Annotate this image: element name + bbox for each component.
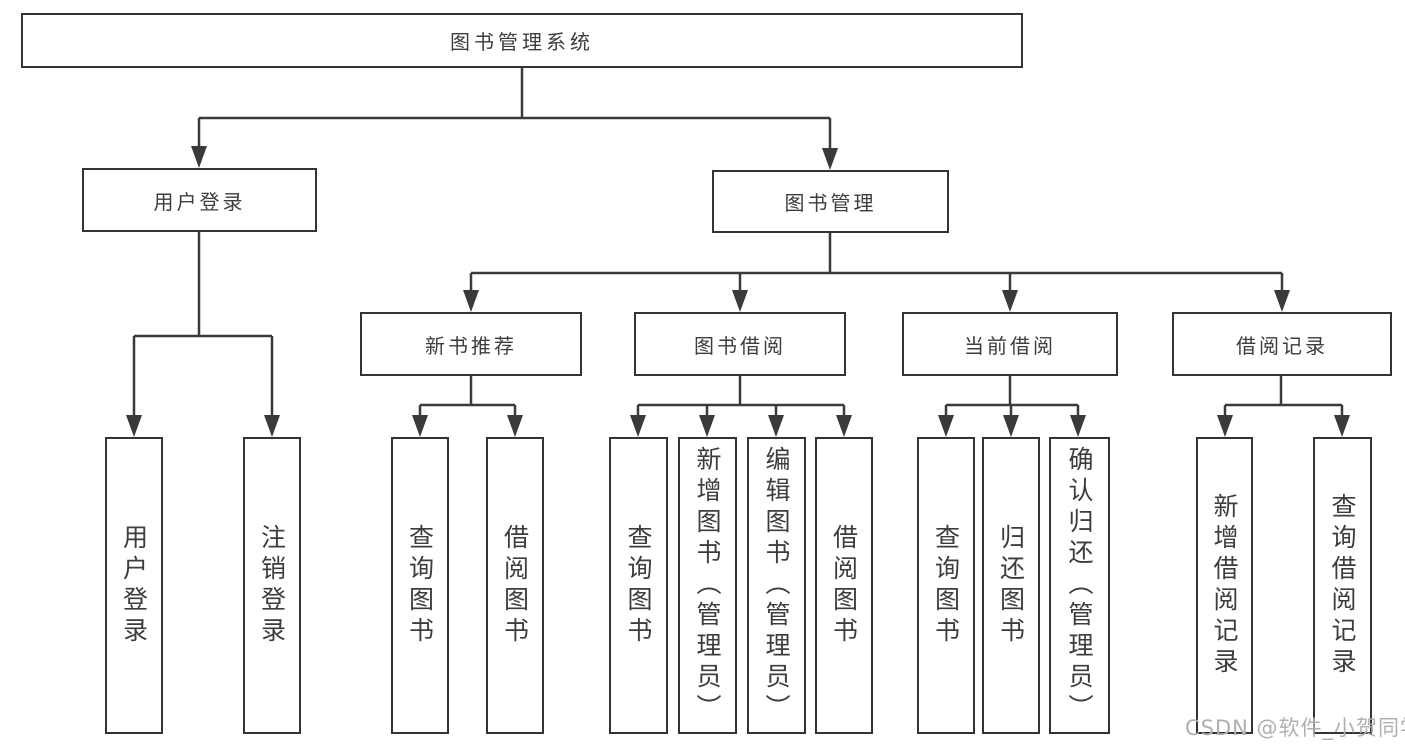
node-new-book-recommend: 新书推荐 — [360, 312, 582, 376]
leaf-edit-books-admin: 编辑图书（管理员） — [747, 437, 806, 734]
node-current-borrow: 当前借阅 — [902, 312, 1118, 376]
node-borrow-records: 借阅记录 — [1172, 312, 1392, 376]
leaf-return-books: 归还图书 — [982, 437, 1040, 734]
node-book-borrow: 图书借阅 — [634, 312, 846, 376]
leaf-add-books-admin: 新增图书（管理员） — [678, 437, 737, 734]
leaf-add-borrow-record: 新增借阅记录 — [1196, 437, 1253, 734]
leaf-query-borrow-record: 查询借阅记录 — [1313, 437, 1372, 734]
leaf-borrow-books: 借阅图书 — [815, 437, 873, 734]
leaf-query-books-current: 查询图书 — [917, 437, 975, 734]
leaf-borrow-books-recommend: 借阅图书 — [486, 437, 544, 734]
leaf-query-books-recommend: 查询图书 — [391, 437, 449, 734]
leaf-user-login: 用户登录 — [105, 437, 163, 734]
csdn-watermark: CSDN @软件_小贺同学 — [1185, 716, 1405, 740]
node-user-login-group: 用户登录 — [82, 168, 317, 232]
leaf-query-books-borrow: 查询图书 — [609, 437, 668, 734]
node-book-management-group: 图书管理 — [712, 170, 949, 233]
leaf-logout: 注销登录 — [243, 437, 301, 734]
leaf-confirm-return-admin: 确认归还（管理员） — [1049, 437, 1110, 734]
node-root-system: 图书管理系统 — [21, 13, 1023, 68]
arrowheads — [126, 146, 1350, 437]
